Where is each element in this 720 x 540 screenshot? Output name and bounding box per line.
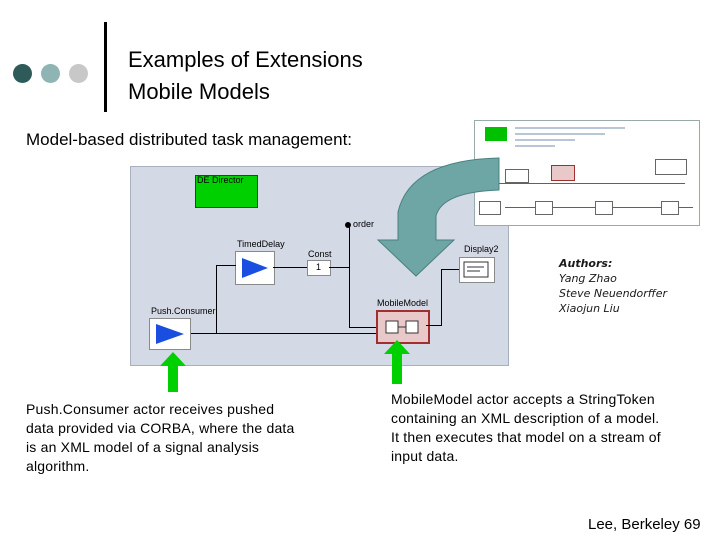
author-name: Xiaojun Liu — [559, 302, 620, 315]
green-arrow-up-icon — [160, 352, 186, 392]
push-consumer-label: Push.Consumer — [151, 306, 216, 316]
thumbnail-actor — [655, 159, 687, 175]
right-caption-line: containing an XML description of a model… — [391, 410, 660, 426]
right-caption-line: MobileModel actor accepts a StringToken — [391, 391, 655, 407]
display-screen-icon — [463, 261, 489, 278]
slide-footer: Lee, Berkeley 69 — [588, 516, 701, 533]
thumbnail-actor — [505, 169, 529, 183]
order-port-icon — [345, 222, 351, 228]
const-actor[interactable]: 1 — [307, 260, 331, 276]
de-director-label: DE Director — [197, 175, 244, 185]
right-caption-line: It then executes that model on a stream … — [391, 429, 661, 445]
title-divider — [104, 22, 107, 112]
thumbnail-line — [485, 183, 685, 184]
left-caption-line: is an XML model of a signal analysis — [26, 439, 260, 455]
left-caption: Push.Consumer actor receives pushed data… — [26, 400, 295, 476]
right-caption: MobileModel actor accepts a StringToken … — [391, 390, 661, 466]
thumbnail-line — [515, 133, 605, 135]
mobile-model-label: MobileModel — [377, 298, 429, 308]
model-thumbnail — [474, 120, 700, 226]
wire-segment — [441, 269, 442, 326]
authors-heading: Authors: — [559, 257, 613, 270]
left-caption-line: Push.Consumer actor receives pushed — [26, 401, 275, 417]
thumbnail-actor — [535, 201, 553, 215]
slide-title-line1: Examples of Extensions — [128, 47, 363, 72]
left-caption-line: data provided via CORBA, where the data — [26, 420, 295, 436]
right-caption-line: input data. — [391, 448, 459, 464]
decorative-dot-dark — [13, 64, 32, 83]
wire-segment — [349, 227, 350, 327]
left-caption-line: algorithm. — [26, 458, 90, 474]
wire-segment — [216, 265, 217, 333]
const-label: Const — [308, 249, 332, 259]
thumbnail-line — [515, 145, 555, 147]
green-arrow-up-icon — [384, 340, 410, 384]
display-label: Display2 — [464, 244, 499, 254]
mobile-model-actor[interactable] — [376, 310, 430, 344]
const-value: 1 — [316, 262, 322, 272]
authors-block: Authors: Yang Zhao Steve Neuendorffer Xi… — [559, 256, 667, 316]
mobile-model-icon — [385, 320, 419, 334]
thumbnail-actor — [661, 201, 679, 215]
decorative-dot-mid — [41, 64, 60, 83]
timed-delay-label: TimedDelay — [237, 239, 285, 249]
wire-segment — [191, 333, 376, 334]
de-director-block: DE Director — [195, 175, 258, 208]
display-actor[interactable] — [459, 257, 495, 283]
wire-segment — [273, 267, 307, 268]
order-port-label: order — [353, 219, 375, 229]
thumbnail-actor — [551, 165, 575, 181]
wire-segment — [441, 269, 459, 270]
slide-title-line2: Mobile Models — [128, 79, 270, 104]
slide-subtitle: Model-based distributed task management: — [26, 130, 353, 149]
author-name: Yang Zhao — [559, 272, 617, 285]
wire-segment — [216, 265, 236, 266]
push-consumer-triangle-icon — [156, 324, 184, 344]
thumbnail-actor — [595, 201, 613, 215]
thumbnail-line — [515, 127, 625, 129]
thumbnail-green-block — [485, 127, 507, 141]
thumbnail-actor — [479, 201, 501, 215]
decorative-dot-light — [69, 64, 88, 83]
wire-segment — [426, 325, 441, 326]
thumbnail-line — [515, 139, 575, 141]
wire-segment — [329, 267, 349, 268]
wire-segment — [349, 327, 376, 328]
author-name: Steve Neuendorffer — [559, 287, 668, 300]
timed-delay-triangle-icon — [242, 258, 268, 278]
timed-delay-actor[interactable] — [235, 251, 275, 285]
curved-arrow-icon — [376, 157, 500, 277]
push-consumer-actor[interactable] — [149, 318, 191, 350]
